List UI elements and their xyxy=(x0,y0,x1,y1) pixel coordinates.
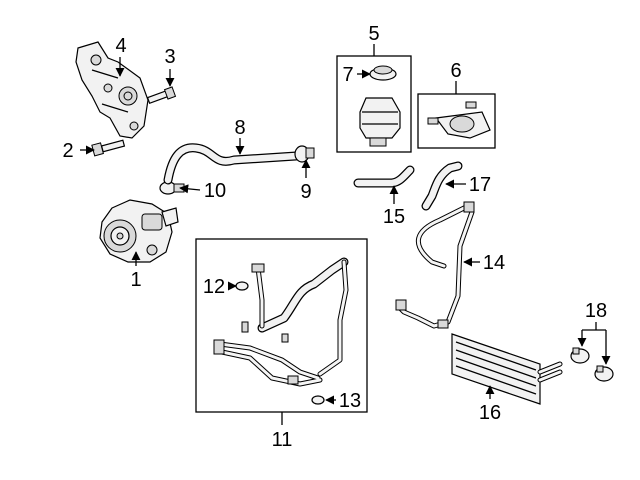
hose-part-15[interactable] xyxy=(353,165,415,188)
clamp-part-10[interactable] xyxy=(159,181,185,195)
callout-5: 5 xyxy=(368,23,379,45)
callout-14: 14 xyxy=(483,252,505,274)
callout-7: 7 xyxy=(342,64,353,86)
callout-17: 17 xyxy=(469,174,491,196)
callout-2: 2 xyxy=(62,140,73,162)
power-steering-pump-part-1[interactable] xyxy=(99,199,179,263)
callout-12: 12 xyxy=(203,276,225,298)
callout-10: 10 xyxy=(204,180,226,202)
callout-4: 4 xyxy=(115,35,126,57)
mounting-bracket-part-4[interactable] xyxy=(75,41,149,139)
callout-15: 15 xyxy=(383,206,405,228)
callout-3: 3 xyxy=(164,46,175,68)
oil-cooler-part-16[interactable] xyxy=(451,333,563,405)
callout-13: 13 xyxy=(339,390,361,412)
o-ring-part-13[interactable] xyxy=(311,395,325,405)
callout-16: 16 xyxy=(479,402,501,424)
bolt-part-3[interactable] xyxy=(146,86,177,105)
callout-8: 8 xyxy=(234,117,245,139)
cooler-line-part-14[interactable] xyxy=(395,201,475,329)
callout-6: 6 xyxy=(450,60,461,82)
reservoir-bracket-part-6[interactable] xyxy=(427,101,491,139)
return-hose-part-8[interactable] xyxy=(163,143,301,185)
callout-18: 18 xyxy=(585,300,607,322)
leader-lines xyxy=(80,44,611,425)
hose-part-17[interactable] xyxy=(421,161,463,211)
clamp-part-9[interactable] xyxy=(294,145,315,163)
reservoir-part-5[interactable] xyxy=(359,97,401,147)
callout-9: 9 xyxy=(300,181,311,203)
bolt-part-2[interactable] xyxy=(91,139,126,157)
callout-numbers: 1 2 3 4 5 6 7 8 9 10 11 12 13 14 15 16 1… xyxy=(62,23,607,451)
hose-clamps-part-18[interactable] xyxy=(570,347,614,382)
callout-11: 11 xyxy=(272,429,293,451)
pressure-hose-part-11[interactable] xyxy=(213,257,349,387)
o-ring-part-12[interactable] xyxy=(235,281,249,291)
reservoir-cap-part-7[interactable] xyxy=(369,65,397,81)
callout-1: 1 xyxy=(130,269,141,291)
